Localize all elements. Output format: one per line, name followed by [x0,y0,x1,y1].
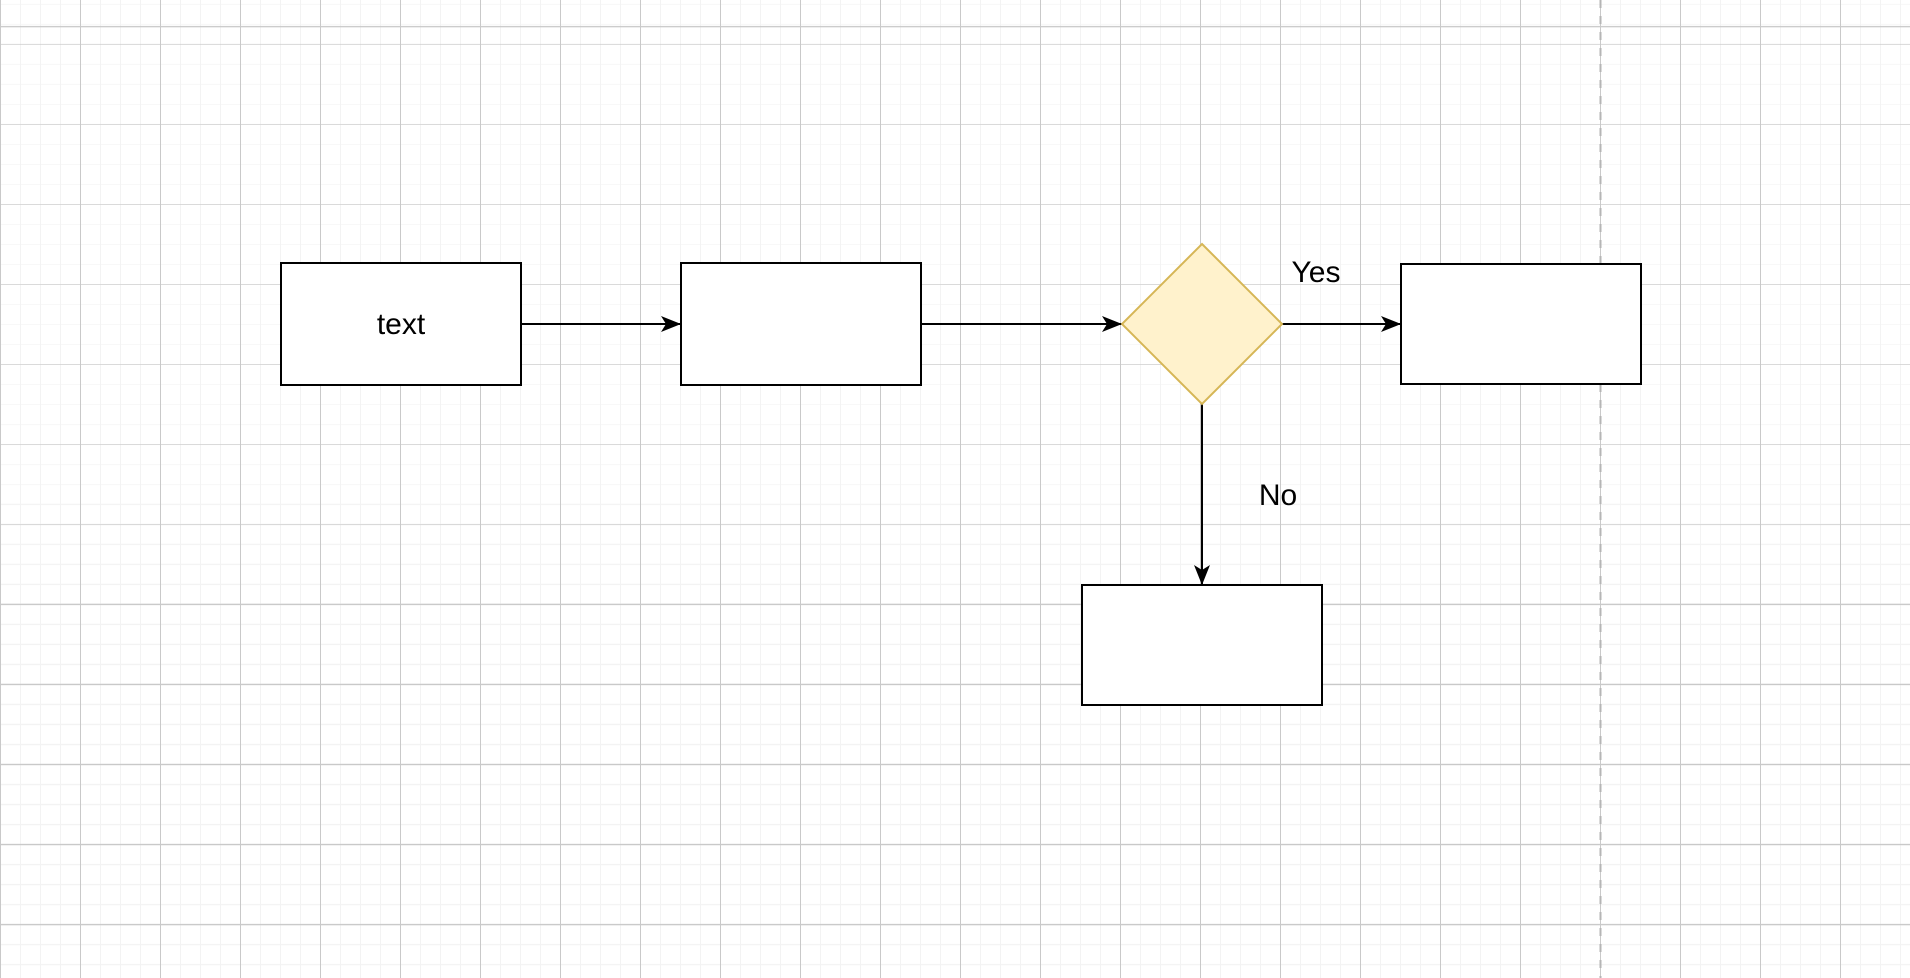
node-no-target-label [1082,585,1322,705]
node-decision-diamond[interactable] [1120,242,1284,406]
node-process-label [681,263,921,385]
edge-yes-label[interactable]: Yes [1291,255,1341,289]
node-start-rectangle[interactable] [280,262,522,386]
node-yes-target-label [1401,264,1641,384]
node-yes-target-rectangle[interactable] [1400,263,1642,385]
node-process-rectangle[interactable] [680,262,922,386]
node-start-label[interactable]: text [376,307,426,341]
node-no-target-rectangle[interactable] [1081,584,1323,706]
node-decision-label [1122,244,1282,404]
edge-no-label[interactable]: No [1258,478,1298,512]
